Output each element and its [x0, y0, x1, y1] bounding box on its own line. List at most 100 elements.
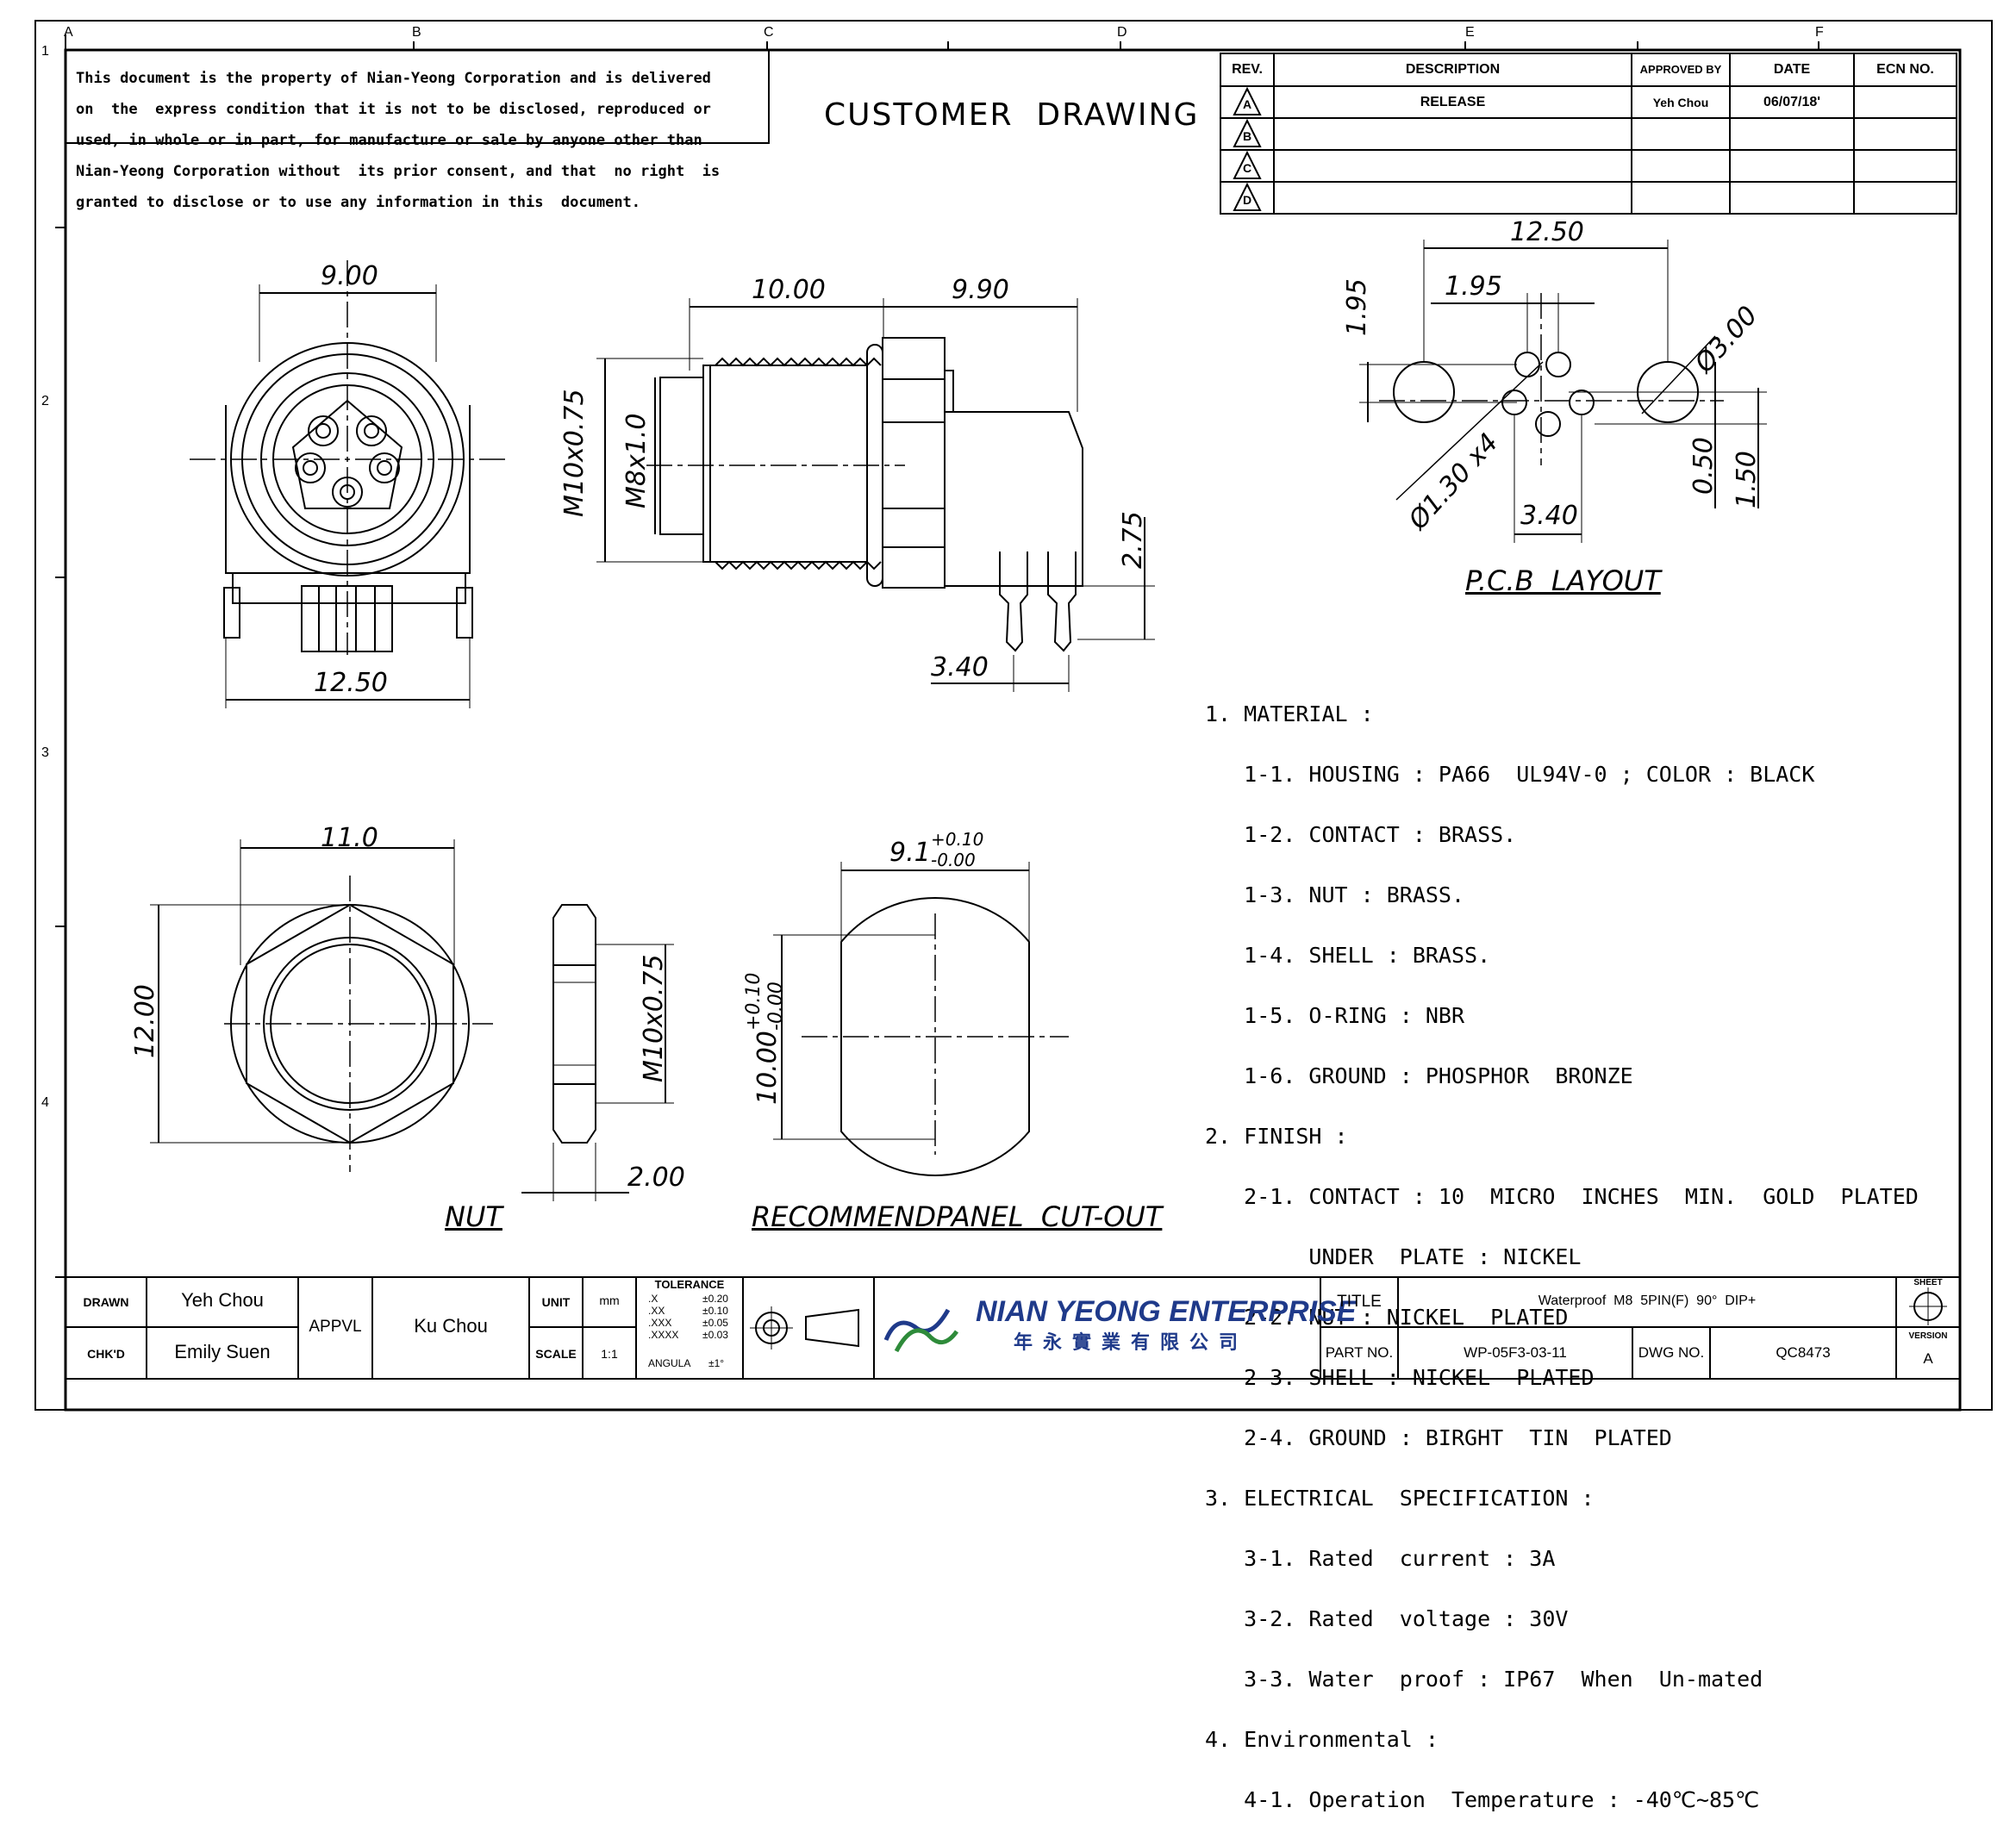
note-line: 1. MATERIAL :	[1205, 701, 1374, 726]
tb-tol-val: ±0.03	[702, 1329, 728, 1341]
note-line: 2. FINISH :	[1205, 1124, 1348, 1149]
tb-title-label: TITLE	[1337, 1293, 1382, 1311]
notes-block: 1. MATERIAL : 1-1. HOUSING : PA66 UL94V-…	[1205, 669, 1919, 1845]
label-pcb-layout: P.C.B LAYOUT	[1465, 564, 1661, 597]
zone-col-e: E	[1465, 25, 1475, 40]
tb-dwg-no-value: QC8473	[1776, 1344, 1831, 1361]
rev-header-rev: REV.	[1232, 62, 1263, 77]
rev-header-date: DATE	[1773, 62, 1811, 77]
dim-front-width-bottom: 12.50	[314, 668, 388, 698]
rev-header-approved: APPROVED BY	[1639, 63, 1722, 76]
note-line: 1-1. HOUSING : PA66 UL94V-0 ; COLOR : BL…	[1205, 762, 1815, 787]
dim-cutout-width: 9.1	[889, 838, 931, 868]
tb-drawn-label: DRAWN	[83, 1295, 129, 1309]
rev-row-a-description: RELEASE	[1420, 95, 1486, 109]
tb-title-value: Waterproof M8 5PIN(F) 90° DIP+	[1538, 1293, 1757, 1308]
rev-row-a-approved: Yeh Chou	[1652, 96, 1709, 109]
panel-cutout-view	[773, 862, 1069, 1176]
dim-cutout-height-tol-minus: -0.00	[765, 982, 787, 1031]
tb-version-value: A	[1923, 1350, 1933, 1367]
tb-drawn-by: Yeh Chou	[181, 1289, 264, 1311]
pcb-layout	[1359, 240, 1767, 543]
disclaimer-line: This document is the property of Nian-Ye…	[76, 70, 711, 87]
dim-pcb-pitch-bottom: 3.40	[1520, 501, 1578, 531]
note-line: 2-1. CONTACT : 10 MICRO INCHES MIN. GOLD…	[1205, 1184, 1919, 1209]
disclaimer-line: granted to disclose or to use any inform…	[76, 194, 641, 211]
tb-version-label: VERSION	[1908, 1331, 1948, 1341]
zone-col-f: F	[1815, 25, 1824, 40]
rev-row-d-id: D	[1242, 193, 1252, 207]
dim-side-pin-height: 2.75	[1118, 511, 1148, 569]
label-panel-cutout: RECOMMENDPANEL CUT-OUT	[752, 1200, 1163, 1233]
tb-sheet-label: SHEET	[1913, 1278, 1943, 1287]
dim-side-pin-pitch: 3.40	[931, 652, 989, 683]
note-line: 4. Environmental :	[1205, 1727, 1439, 1752]
company-name-cn: 年永實業有限公司	[1014, 1332, 1249, 1354]
tb-chkd-label: CHK'D	[87, 1347, 125, 1361]
rev-header-description: DESCRIPTION	[1405, 62, 1501, 77]
dim-side-outer-thread: M10x0.75	[559, 389, 590, 517]
zone-col-a: A	[64, 25, 73, 40]
nut-side-view	[521, 904, 674, 1201]
note-line: UNDER PLATE : NICKEL	[1205, 1244, 1582, 1269]
zone-row-2: 2	[41, 394, 49, 408]
dim-side-thread-length: 10.00	[752, 275, 826, 305]
tb-appvl-by: Ku Chou	[414, 1315, 488, 1337]
rev-row-a-id: A	[1242, 97, 1252, 111]
note-line: 1-4. SHELL : BRASS.	[1205, 943, 1491, 968]
rev-row-c-id: C	[1242, 161, 1252, 175]
dim-pcb-pitch-vertical: 1.95	[1342, 278, 1372, 336]
rev-header-ecn: ECN NO.	[1876, 62, 1934, 77]
dim-pcb-pitch: 1.95	[1445, 271, 1502, 302]
dim-nut-height: 12.00	[130, 984, 160, 1058]
note-line: 1-6. GROUND : PHOSPHOR BRONZE	[1205, 1063, 1633, 1088]
tb-part-no-label: PART NO.	[1325, 1344, 1394, 1361]
note-line: 1-2. CONTACT : BRASS.	[1205, 822, 1517, 847]
tb-scale-label: SCALE	[535, 1347, 577, 1361]
tb-tol-key: .XX	[648, 1305, 665, 1317]
tb-tolerance-title: TOLERANCE	[654, 1278, 725, 1291]
note-line: 1-5. O-RING : NBR	[1205, 1003, 1465, 1028]
dim-cutout-width-tol-plus: +0.10	[931, 829, 984, 850]
front-view	[190, 260, 505, 708]
note-line: 3-1. Rated current : 3A	[1205, 1546, 1556, 1571]
rev-row-b-id: B	[1242, 129, 1252, 143]
note-line: 2-4. GROUND : BIRGHT TIN PLATED	[1205, 1425, 1672, 1450]
disclaimer-line: on the express condition that it is not …	[76, 101, 711, 118]
revision-table	[1220, 53, 1957, 215]
zone-row-4: 4	[41, 1095, 49, 1110]
zone-row-3: 3	[41, 745, 49, 760]
zone-row-1: 1	[41, 44, 49, 59]
tb-tol-val: ±0.20	[702, 1293, 728, 1305]
company-name: NIAN YEONG ENTERPRISE	[976, 1295, 1357, 1328]
disclaimer-text: This document is the property of Nian-Ye…	[76, 55, 720, 226]
tb-tol-val: ±1°	[708, 1357, 725, 1369]
disclaimer-line: Nian-Yeong Corporation without its prior…	[76, 163, 721, 180]
tb-tol-key: .XXX	[648, 1317, 672, 1329]
zone-col-b: B	[412, 25, 421, 40]
tb-part-no-value: WP-05F3-03-11	[1464, 1344, 1567, 1361]
dim-cutout-width-tol-minus: -0.00	[931, 850, 976, 870]
tb-tol-key: ANGULA	[648, 1357, 691, 1369]
dim-pcb-offset-1: 0.50	[1688, 437, 1719, 495]
tb-dwg-no-label: DWG NO.	[1638, 1344, 1705, 1361]
dim-cutout-height-tol-plus: +0.10	[743, 972, 765, 1031]
tb-chkd-by: Emily Suen	[174, 1341, 271, 1362]
tb-tol-val: ±0.10	[702, 1305, 728, 1317]
zone-col-c: C	[764, 25, 774, 40]
dim-side-body-length: 9.90	[952, 275, 1009, 305]
note-line: 1-3. NUT : BRASS.	[1205, 882, 1465, 907]
dim-nut-thread: M10x0.75	[639, 954, 669, 1082]
side-view	[596, 298, 1155, 692]
title-block	[66, 1276, 1960, 1380]
rev-row-a-date: 06/07/18'	[1763, 95, 1821, 109]
inner-border	[64, 48, 1962, 1412]
drawing-title: CUSTOMER DRAWING	[824, 97, 1200, 133]
tb-unit-value: mm	[599, 1293, 620, 1307]
note-line: 2-3. SHELL : NICKEL PLATED	[1205, 1365, 1595, 1390]
dim-pcb-offset-2: 1.50	[1732, 451, 1762, 508]
zone-col-d: D	[1117, 25, 1127, 40]
tb-scale-value: 1:1	[601, 1347, 618, 1361]
dim-nut-across-flats: 11.0	[321, 823, 378, 853]
note-line: 2-2. NUT : NICKEL PLATED	[1205, 1305, 1569, 1330]
